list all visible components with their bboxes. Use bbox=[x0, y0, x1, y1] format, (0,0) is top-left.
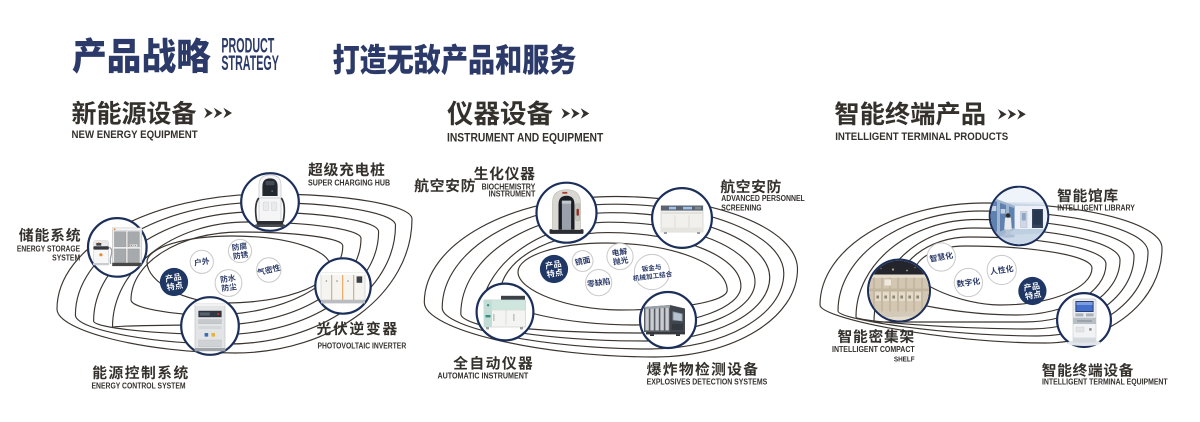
svg-text:INTELLIGENT LIBRARY: INTELLIGENT LIBRARY bbox=[1057, 203, 1135, 213]
svg-text:INSTRUMENT: INSTRUMENT bbox=[489, 189, 536, 199]
svg-text:NEW ENERGY EQUIPMENT: NEW ENERGY EQUIPMENT bbox=[72, 130, 199, 142]
svg-text:ENERGY CONTROL SYSTEM: ENERGY CONTROL SYSTEM bbox=[92, 381, 186, 391]
svg-text:BIOCHEMISTRY: BIOCHEMISTRY bbox=[482, 182, 536, 192]
svg-text:SYSTEM: SYSTEM bbox=[52, 253, 80, 263]
svg-text:PRODUCT: PRODUCT bbox=[221, 34, 274, 58]
svg-text:INTELLIGENT TERMINAL PRODUCTS: INTELLIGENT TERMINAL PRODUCTS bbox=[835, 131, 1008, 143]
svg-text:EXPLOSIVES DETECTION SYSTEMS: EXPLOSIVES DETECTION SYSTEMS bbox=[647, 377, 768, 387]
svg-text:ADVANCED PERSONNEL: ADVANCED PERSONNEL bbox=[721, 193, 805, 203]
svg-text:PHOTOVOLTAIC INVERTER: PHOTOVOLTAIC INVERTER bbox=[318, 341, 407, 351]
svg-text:INSTRUMENT AND EQUIPMENT: INSTRUMENT AND EQUIPMENT bbox=[447, 132, 604, 145]
svg-text:AUTOMATIC INSTRUMENT: AUTOMATIC INSTRUMENT bbox=[438, 371, 529, 381]
svg-text:SHELF: SHELF bbox=[894, 356, 915, 364]
svg-text:SCREENING: SCREENING bbox=[721, 203, 761, 213]
svg-text:STRATEGY: STRATEGY bbox=[221, 51, 278, 75]
svg-text:SUPER CHARGING HUB: SUPER CHARGING HUB bbox=[308, 178, 390, 188]
svg-text:INTELLIGENT COMPACT: INTELLIGENT COMPACT bbox=[832, 344, 915, 354]
svg-text:INTELLIGENT TERMINAL EQUIPMENT: INTELLIGENT TERMINAL EQUIPMENT bbox=[1042, 377, 1168, 387]
svg-text:ENERGY STORAGE: ENERGY STORAGE bbox=[17, 244, 80, 254]
